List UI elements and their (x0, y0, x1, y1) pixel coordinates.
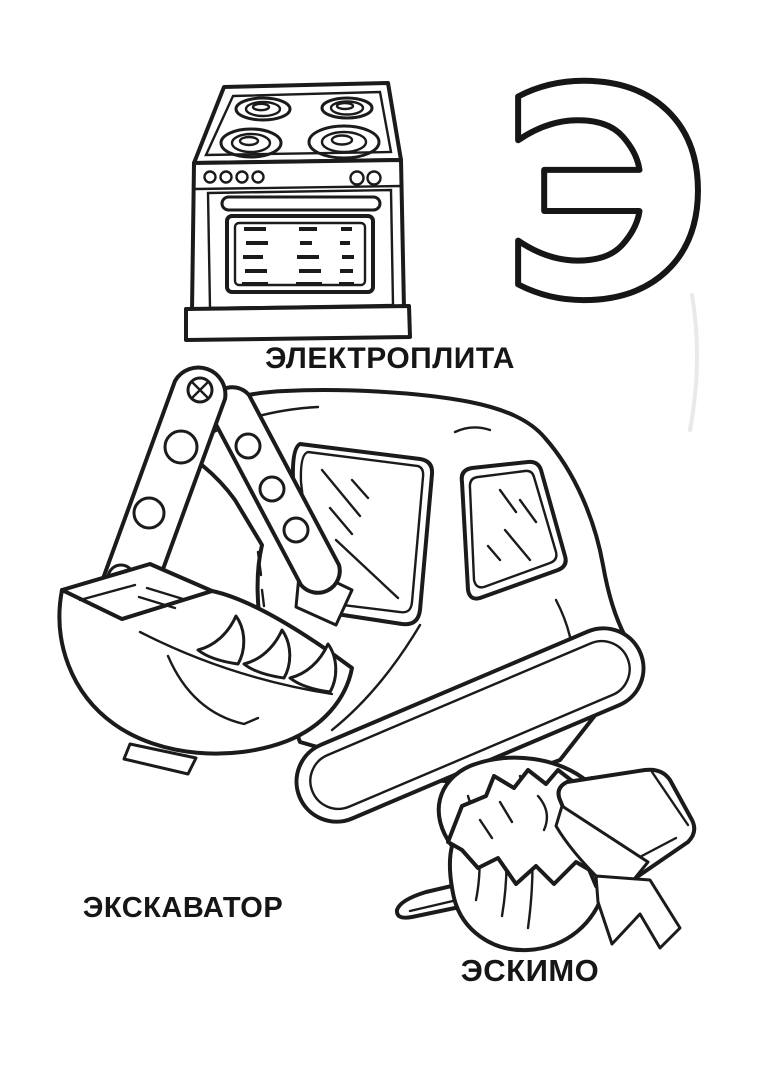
cab-bottom-edge (330, 623, 422, 732)
letter-e-illustration: Э (497, 25, 716, 368)
stove-drawer (184, 304, 412, 342)
side-window (459, 459, 568, 601)
brick-bevel (650, 770, 690, 827)
scan-smudge (688, 293, 699, 432)
oven-handle (220, 195, 382, 212)
bucket-rim-line (78, 583, 137, 602)
stove-burners (219, 96, 381, 160)
bucket-mouth-line (138, 630, 334, 696)
stove-knobs (203, 170, 382, 186)
bucket-rim (60, 562, 214, 621)
windshield-reflections (320, 468, 400, 600)
caption-excavator: ЭКСКАВАТОР (82, 892, 284, 924)
bucket-tooth (242, 628, 292, 680)
wrapper-flap (594, 874, 682, 950)
roof-detail-line (453, 426, 492, 434)
bucket-foot (122, 742, 198, 776)
stove-top-inner (204, 90, 393, 157)
stove-illustration (184, 81, 412, 342)
pillar-dashes (256, 550, 266, 608)
oven-rack-dashes (242, 227, 354, 286)
bucket-slot (137, 586, 185, 610)
bucket-inner-curve (166, 654, 260, 726)
bucket-scoop (57, 588, 354, 756)
caption-ice-cream: ЭСКИМО (460, 953, 600, 988)
bucket (57, 562, 354, 776)
bucket-tooth (288, 642, 338, 694)
side-window-reflections (486, 488, 538, 562)
excavator-illustration (57, 365, 646, 824)
ice-cream-illustration (394, 755, 697, 953)
caption-stove: ЭЛЕКТРОПЛИТА (265, 342, 515, 375)
bucket-tooth (196, 614, 246, 666)
letter-glyph: Э (500, 28, 713, 365)
wrapper-creases (478, 794, 549, 840)
control-band-line (194, 184, 403, 191)
pivot-screw (186, 376, 214, 404)
